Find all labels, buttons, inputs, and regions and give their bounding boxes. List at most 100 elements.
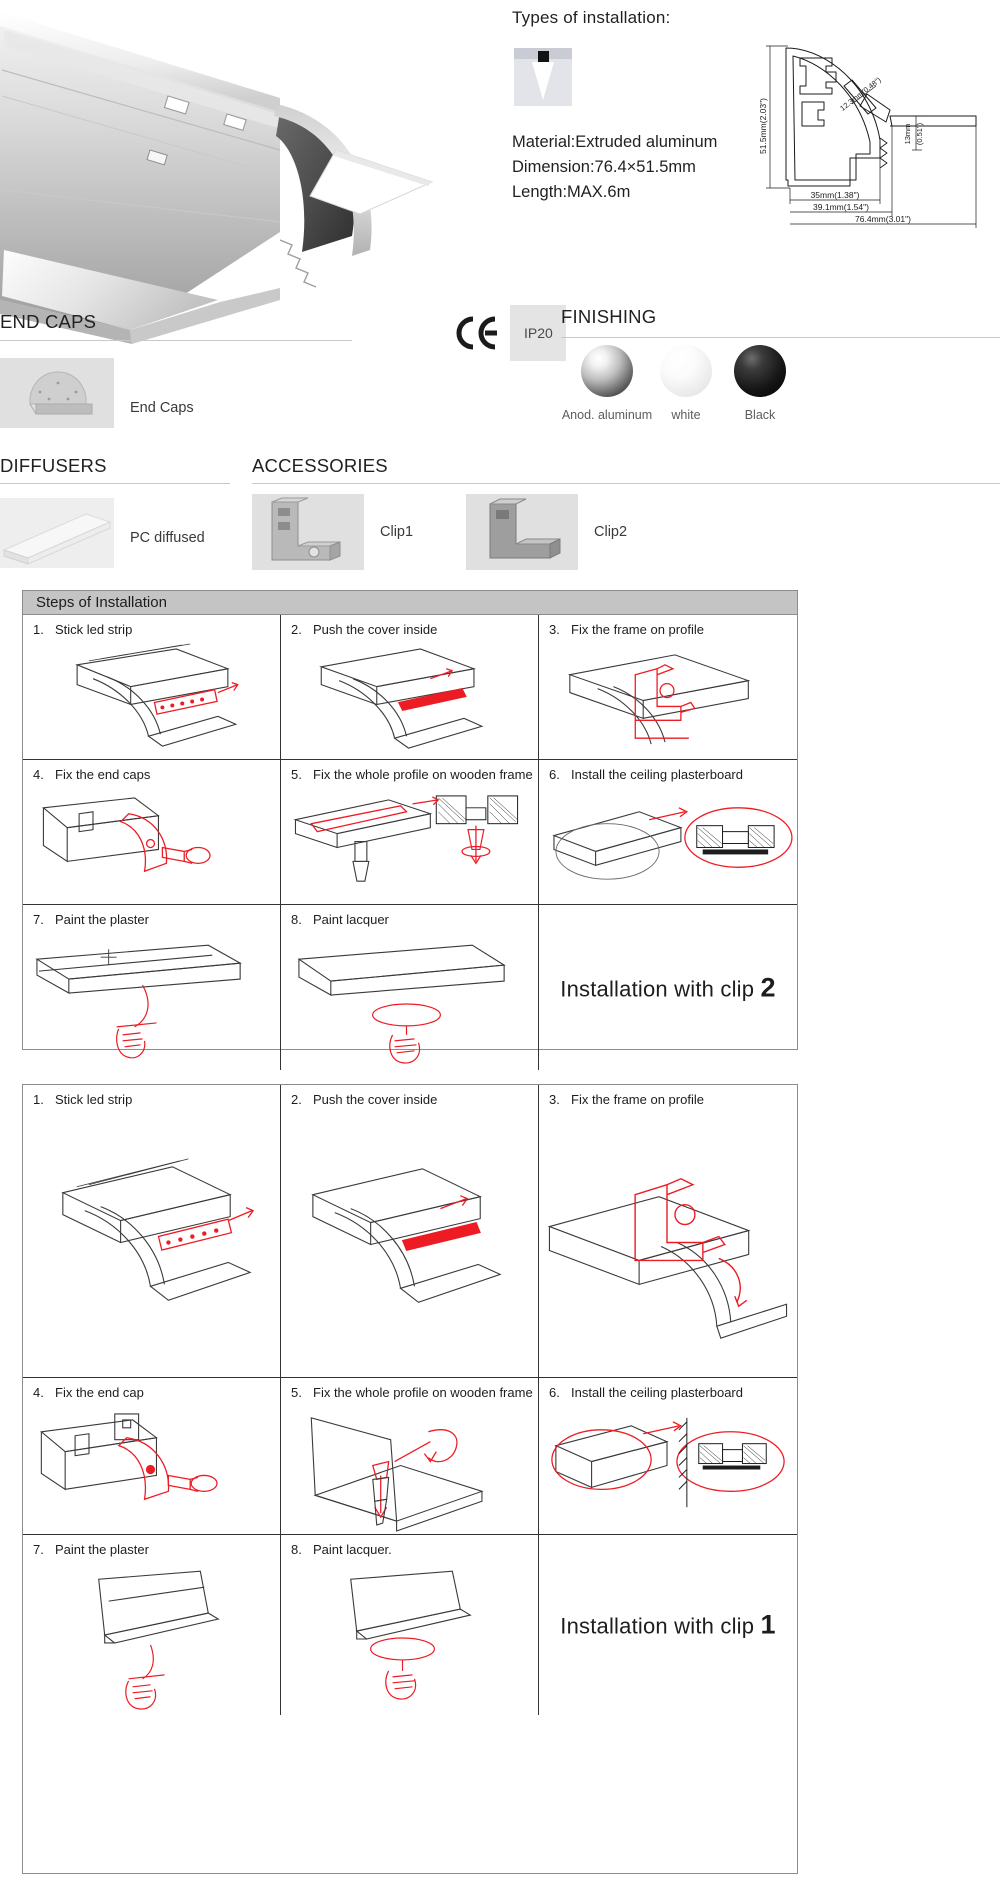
finish-swatch-black: Black: [705, 345, 815, 422]
step-label: Stick led strip: [55, 622, 133, 637]
paint-lacquer-clip1-art: [281, 1561, 538, 1715]
step-head: 7. Paint the plaster: [33, 912, 149, 927]
end-caps-divider: [0, 340, 352, 341]
end-caps-thumbnail: [0, 358, 114, 428]
white-sphere: [660, 345, 712, 397]
steps-title-bar: Steps of Installation: [23, 591, 797, 615]
product-3d-render: [0, 0, 500, 390]
clip2-icon: [489, 498, 561, 559]
ip-rating-badge: IP20: [510, 305, 567, 361]
paint-lacquer-art: [281, 931, 538, 1070]
led-strip-insert-art: [23, 1111, 280, 1377]
pc-diffuser-icon: [2, 513, 112, 565]
diffusers-divider: [0, 483, 230, 484]
step-head: 8.Paint lacquer: [291, 912, 389, 927]
hero-section: Types of installation: Material:Extruded…: [0, 0, 1000, 400]
accessories-heading: ACCESSORIES: [252, 455, 388, 476]
ip-rating-label: IP20: [524, 325, 553, 341]
recessed-ceiling-downlight-icon: [514, 48, 572, 106]
step-number: 6.: [549, 1385, 560, 1400]
step-cell: 3. Fix the frame on profile: [539, 1085, 797, 1378]
step-number: 1.: [33, 622, 44, 637]
fix-frame-art: [539, 641, 797, 759]
step-number: 4.: [33, 767, 44, 782]
step-cell: 4.Fix the end cap: [23, 1378, 281, 1535]
step-cell: 6.Install the ceiling plasterboard: [539, 760, 797, 905]
step-label: Fix the whole profile on wooden frame: [313, 1385, 533, 1400]
clip1-final-number: 1: [760, 1609, 776, 1640]
spec-material: Material:Extruded aluminum: [512, 133, 718, 151]
light-beam: [532, 62, 554, 100]
paint-plaster-art: [23, 931, 280, 1070]
step-head: 5.Fix the whole profile on wooden frame: [291, 767, 533, 782]
dim-height: 51.5mm(2.03"): [758, 98, 768, 154]
step-head: 2.Push the cover inside: [291, 622, 437, 637]
push-cover-art: [281, 1111, 538, 1377]
clip2-final-label: Installation with clip: [560, 976, 755, 1001]
step-head: 6. Install the ceiling plasterboard: [549, 1385, 743, 1400]
paint-plaster-clip1-art: [23, 1561, 280, 1715]
finish-label-white: white: [671, 408, 701, 422]
step-number: 3.: [549, 622, 560, 637]
step-number: 8.: [291, 1542, 302, 1557]
step-cell: 6. Install the ceiling plasterboard: [539, 1378, 797, 1535]
finish-label-black: Black: [744, 408, 776, 422]
fixture-block: [538, 51, 549, 62]
step-cell: 3. Fix the frame on profile: [539, 615, 797, 760]
diffuser-thumbnail: [0, 498, 114, 568]
black-sphere: [734, 345, 786, 397]
clip1-final-label: Installation with clip: [560, 1613, 755, 1639]
step-label: Fix the frame on profile: [571, 622, 704, 637]
step-label: Paint the plaster: [55, 1542, 149, 1557]
step-head: 3. Fix the frame on profile: [549, 1092, 704, 1107]
finishing-heading: FINISHING: [561, 306, 657, 327]
step-head: 2. Push the cover inside: [291, 1092, 437, 1107]
step-label: Push the cover inside: [313, 1092, 438, 1107]
types-of-installation-title: Types of installation:: [512, 8, 671, 27]
steps-table-clip1: 1.Stick led strip: [22, 1084, 798, 1874]
step-number: 3.: [549, 1092, 560, 1107]
step-number: 2.: [291, 622, 302, 637]
diffuser-item-label: PC diffused: [130, 530, 205, 546]
plasterboard-clip1-art: [539, 1404, 797, 1534]
clip1-label: Clip1: [380, 524, 414, 540]
installation-with-clip2-text: Installation with clip 2: [539, 972, 797, 1003]
step-label: Paint the plaster: [55, 912, 149, 927]
wooden-frame-clip1-art: [281, 1404, 538, 1534]
step-cell: 1.Stick led strip: [23, 1085, 281, 1378]
step-label: Fix the whole profile on wooden frame: [313, 767, 533, 782]
step-label: Install the ceiling plasterboard: [571, 1385, 743, 1400]
spec-length: Length:MAX.6m: [512, 183, 631, 201]
step-cell: 7. Paint the plaster: [23, 905, 281, 1070]
step-label: Paint lacquer.: [313, 1542, 392, 1557]
steps-grid-clip1: 1.Stick led strip: [23, 1085, 797, 1715]
step-number: 7.: [33, 912, 44, 927]
finishing-divider: [561, 337, 1000, 338]
wooden-frame-art: [281, 786, 538, 904]
plasterboard-art: [539, 786, 797, 904]
step-number: 2.: [291, 1092, 302, 1107]
step-head: 7.Paint the plaster: [33, 1542, 149, 1557]
step-label: Stick led strip: [55, 1092, 133, 1107]
dim-inner: 35mm(1.38"): [811, 190, 860, 200]
step-head: 1. Stick led strip: [33, 622, 132, 637]
step-label: Install the ceiling plasterboard: [571, 767, 743, 782]
diffusers-heading: DIFFUSERS: [0, 455, 107, 476]
certification-badges: IP20: [448, 305, 568, 361]
step-cell: 2. Push the cover inside: [281, 1085, 539, 1378]
end-caps-item-label: End Caps: [130, 400, 194, 416]
ce-mark-badge: [448, 305, 504, 361]
finish-label-anodized: Anod. aluminum: [561, 408, 653, 422]
step-number: 8.: [291, 912, 302, 927]
step-head: 4.Fix the end cap: [33, 1385, 144, 1400]
dim-total: 76.4mm(3.01"): [855, 214, 911, 224]
step-label: Fix the end caps: [55, 767, 151, 782]
step-number: 4.: [33, 1385, 44, 1400]
clip1-thumbnail: [252, 494, 364, 570]
spec-dimension: Dimension:76.4×51.5mm: [512, 158, 696, 176]
step-label: Fix the frame on profile: [571, 1092, 704, 1107]
finish-swatch-anodized: Anod. aluminum: [552, 345, 662, 422]
clip1-icon: [271, 497, 341, 561]
dim-mid: 39.1mm(1.54"): [813, 202, 869, 212]
